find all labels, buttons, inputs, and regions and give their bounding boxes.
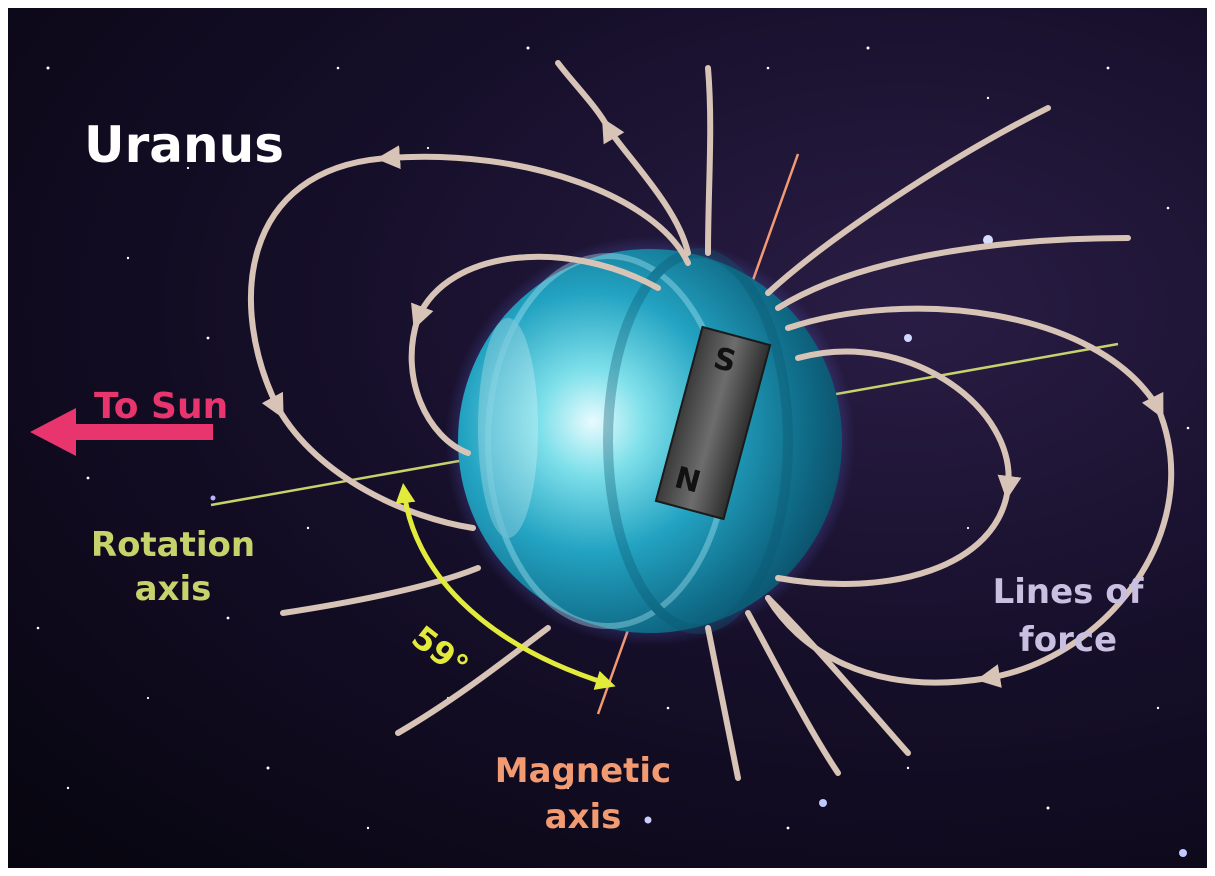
angle-arc-59 bbox=[395, 483, 616, 690]
rotation-axis-label: Rotation axis bbox=[78, 523, 268, 611]
magnetic-axis-label: Magnetic axis bbox=[478, 748, 688, 840]
to-sun-arrow-icon bbox=[30, 408, 213, 456]
diagram-title: Uranus bbox=[84, 116, 284, 174]
lines-of-force-label: Lines of force bbox=[968, 568, 1168, 664]
diagram-svg bbox=[30, 46, 1190, 857]
magnetic-axis-label-line2: axis bbox=[544, 797, 622, 837]
magnetic-axis-label-line1: Magnetic bbox=[494, 751, 672, 791]
rotation-axis-label-line1: Rotation bbox=[90, 525, 256, 565]
star-field bbox=[36, 46, 1190, 857]
bar-magnet bbox=[654, 325, 772, 521]
lines-of-force-label-line1: Lines of bbox=[992, 572, 1144, 612]
to-sun-label: To Sun bbox=[94, 386, 229, 427]
rotation-axis-label-line2: axis bbox=[134, 569, 212, 609]
lines-of-force-label-line2: force bbox=[1018, 620, 1118, 660]
space-background: Uranus To Sun Rotation axis 59° Magnetic… bbox=[8, 8, 1207, 868]
